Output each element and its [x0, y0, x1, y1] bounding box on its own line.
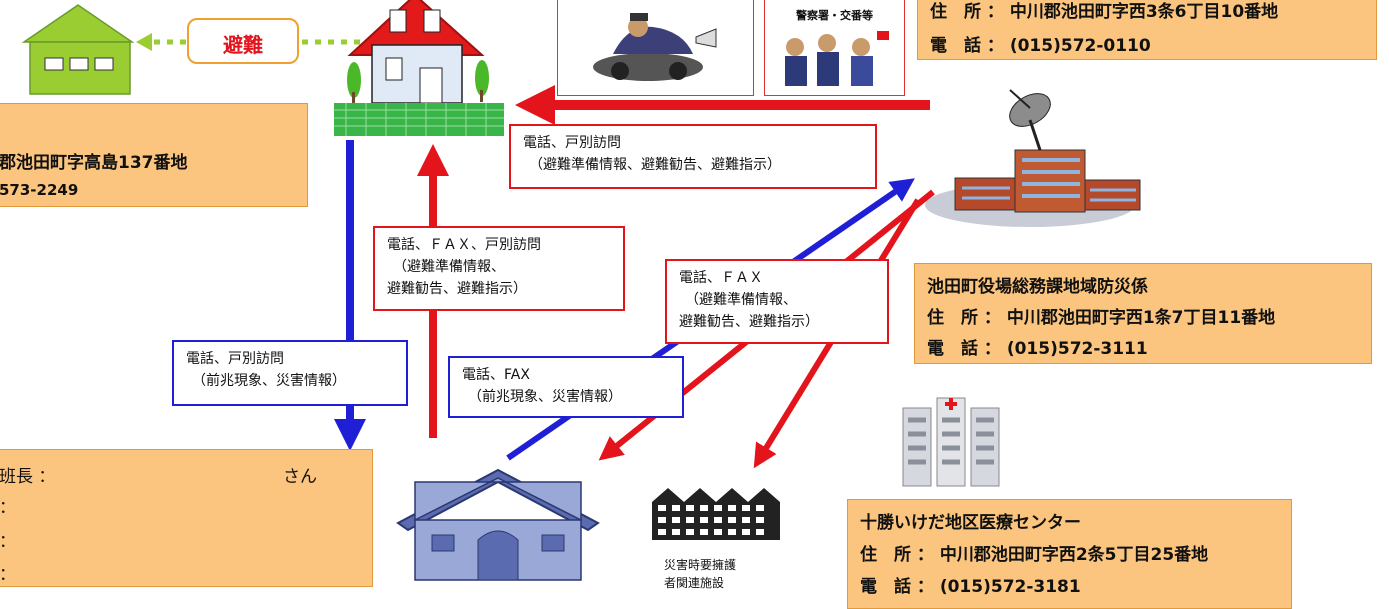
msg-house-to-leader-line1: 電話、戸別訪問 [186, 351, 284, 367]
msg-office-to-house-line2: （避難準備情報、避難勧告、避難指示） [529, 157, 781, 173]
care-facility-label-line2: 者関連施設 [664, 576, 725, 590]
msg-office-to-center: 電話、ＦＡＸ （避難準備情報、 避難勧告、避難指示） [665, 259, 889, 344]
group-leader-field-2: ： [0, 532, 16, 552]
community-center-icon [396, 468, 600, 581]
msg-house-to-leader-line2: （前兆現象、災害情報） [192, 373, 346, 389]
group-leader-field-3: ： [0, 565, 16, 585]
police-phone: 電 話 ： (015)572-0110 [930, 36, 1151, 56]
msg-center-to-office-line1: 電話、FAX [462, 367, 530, 383]
msg-office-to-center-line1: 電話、ＦＡＸ [679, 270, 763, 286]
evacuation-arrow [136, 33, 360, 51]
evacuation-site-phone: 573-2249 [0, 181, 79, 199]
care-facility-icon [652, 488, 780, 540]
hospital-title: 十勝いけだ地区医療センター [860, 513, 1081, 533]
town-office-address: 住 所 ： 中川郡池田町字西1条7丁目11番地 [927, 308, 1276, 328]
hospital-address: 住 所 ： 中川郡池田町字西2条5丁目25番地 [860, 545, 1209, 565]
group-leader-label: 班長 ： [0, 467, 56, 487]
group-leader-info-box: 班長 ： さん ： ： ： [0, 449, 373, 587]
police-car-illustration [557, 0, 754, 96]
shelter-house-icon [21, 4, 135, 95]
police-info-box: 住 所 ： 中川郡池田町字西3条6丁目10番地 電 話 ： (015)572-0… [917, 0, 1377, 60]
evacuation-label: 避難 [187, 18, 299, 64]
town-office-phone: 電 話 ： (015)572-3111 [927, 339, 1148, 359]
msg-center-to-house: 電話、ＦＡＸ、戸別訪問 （避難準備情報、 避難勧告、避難指示） [373, 226, 625, 311]
care-facility-label: 災害時要擁護 者関連施設 [664, 556, 774, 592]
evacuation-site-info-box: 郡池田町字高島137番地 573-2249 [0, 103, 308, 207]
msg-office-to-house: 電話、戸別訪問 （避難準備情報、避難勧告、避難指示） [509, 124, 877, 189]
hospital-icon [902, 397, 1000, 487]
msg-center-to-office: 電話、FAX （前兆現象、災害情報） [448, 356, 684, 418]
msg-center-to-house-line1: 電話、ＦＡＸ、戸別訪問 [387, 237, 541, 253]
msg-center-to-office-line2: （前兆現象、災害情報） [468, 389, 622, 405]
evacuation-site-address: 郡池田町字高島137番地 [0, 153, 188, 173]
police-officers-icon [785, 31, 889, 86]
group-leader-field-1: ： [0, 498, 16, 518]
msg-center-to-house-line2: （避難準備情報、 [393, 259, 505, 275]
police-car-icon [593, 13, 717, 81]
hospital-info-box: 十勝いけだ地区医療センター 住 所 ： 中川郡池田町字西2条5丁目25番地 電 … [847, 499, 1292, 609]
hospital-phone: 電 話 ： (015)572-3181 [860, 577, 1081, 597]
residence-house-icon [334, 0, 504, 136]
care-facility-label-line1: 災害時要擁護 [664, 558, 737, 572]
police-address: 住 所 ： 中川郡池田町字西3条6丁目10番地 [930, 2, 1279, 22]
msg-office-to-center-line2: （避難準備情報、 [685, 292, 797, 308]
evacuation-text: 避難 [223, 33, 263, 57]
town-office-info-box: 池田町役場総務課地域防災係 住 所 ： 中川郡池田町字西1条7丁目11番地 電 … [914, 263, 1372, 364]
msg-office-to-house-line1: 電話、戸別訪問 [523, 135, 621, 151]
msg-house-to-leader: 電話、戸別訪問 （前兆現象、災害情報） [172, 340, 408, 406]
town-office-building-icon [925, 89, 1141, 227]
msg-center-to-house-line3: 避難勧告、避難指示） [387, 281, 527, 297]
town-office-title: 池田町役場総務課地域防災係 [927, 277, 1148, 297]
msg-office-to-center-line3: 避難勧告、避難指示） [679, 314, 819, 330]
police-station-illustration: 警察署・交番等 [764, 0, 905, 96]
group-leader-suffix: さん [283, 467, 317, 487]
police-station-label: 警察署・交番等 [796, 9, 873, 22]
